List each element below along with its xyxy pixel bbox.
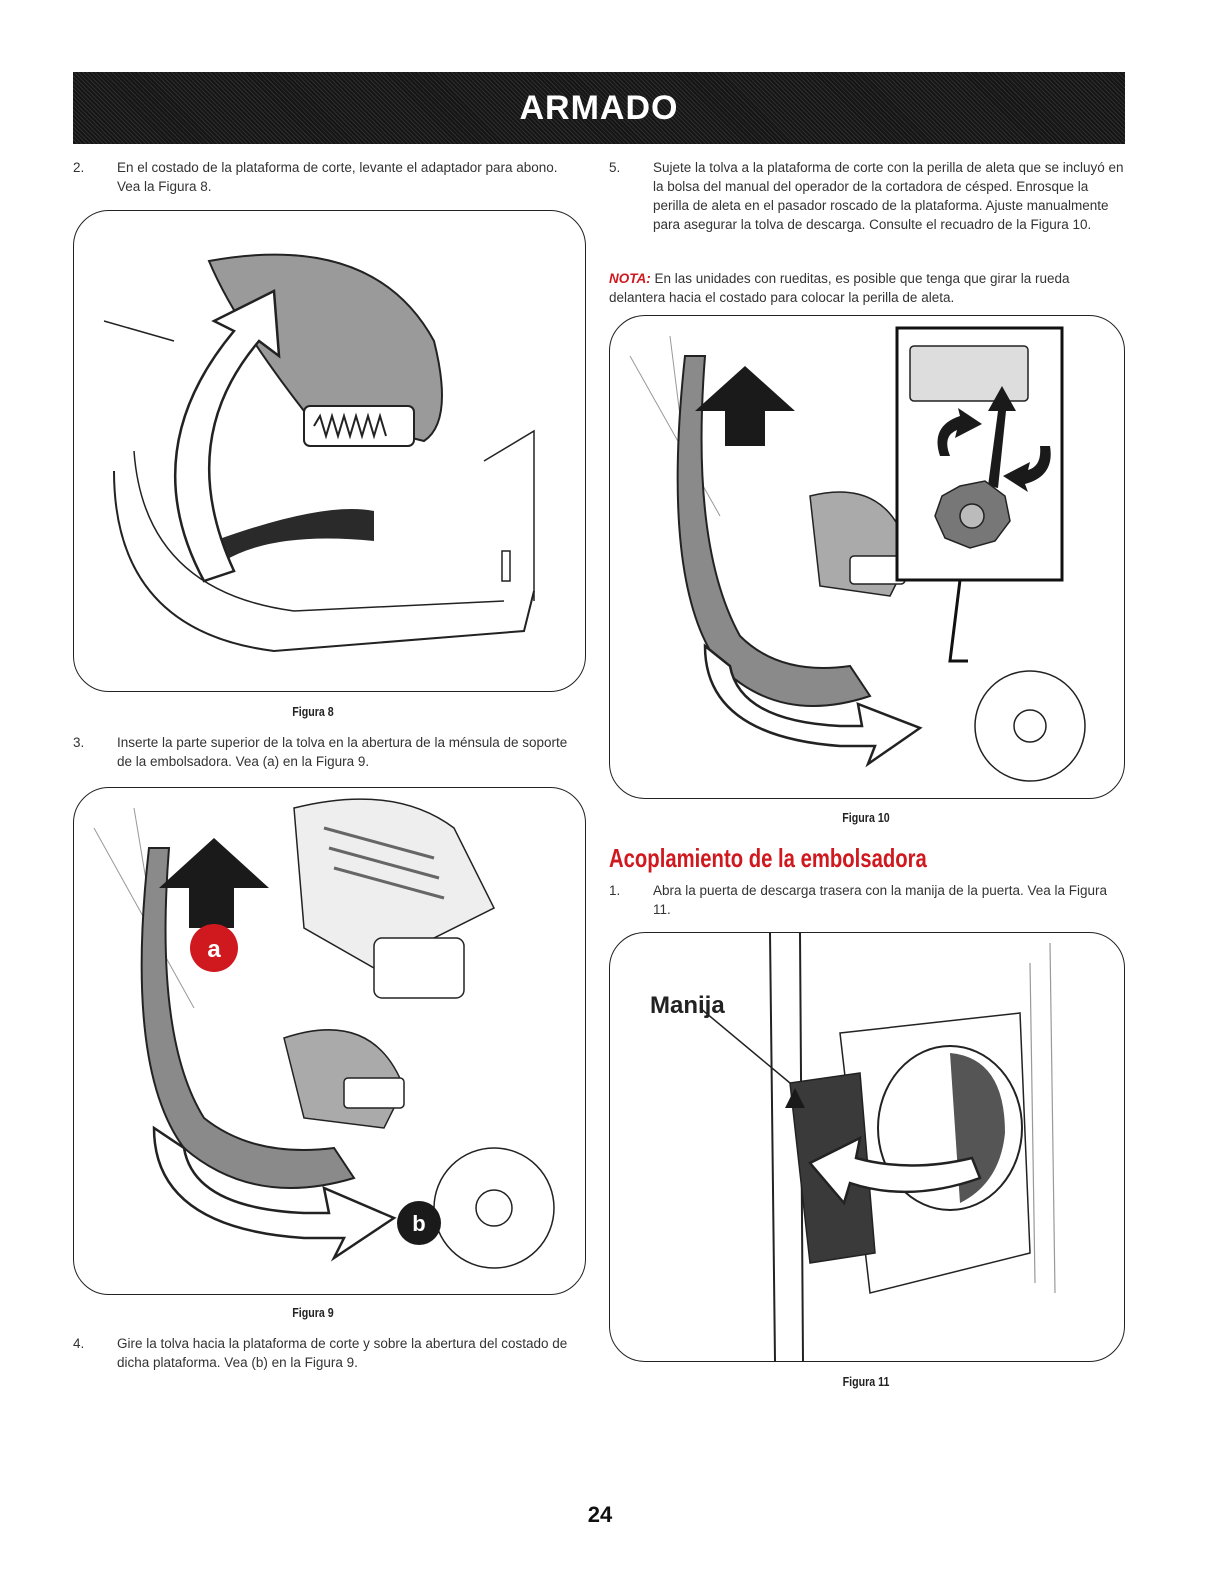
- note-text: En las unidades con rueditas, es posible…: [609, 271, 1070, 305]
- spring-hinge-icon: [303, 405, 415, 447]
- figure-9: a b: [73, 787, 586, 1295]
- section-banner: ARMADO: [73, 72, 1125, 144]
- curved-arrow-icon: [703, 643, 923, 768]
- note-tag: NOTA:: [609, 271, 651, 286]
- step-number: 4.: [73, 1336, 85, 1351]
- up-arrow-icon: [988, 386, 1016, 488]
- curved-arrow-icon: [808, 1135, 982, 1206]
- badge-b-label: b: [412, 1211, 425, 1236]
- figure-10-illustration: [629, 326, 1086, 782]
- rotate-arrow-icon: [1003, 446, 1051, 492]
- figure-9-illustration: a b: [93, 798, 555, 1269]
- step-number: 5.: [609, 160, 621, 175]
- step-number: 1.: [609, 883, 621, 898]
- figure-8-caption: Figura 8: [292, 704, 334, 719]
- section-heading: Acoplamiento de la embolsadora: [609, 843, 927, 873]
- figure-11: Manija: [609, 932, 1125, 1362]
- up-arrow-icon: [159, 838, 269, 928]
- step-3: 3. Inserte la parte superior de la tolva…: [73, 733, 573, 771]
- curved-arrow-icon: [173, 289, 281, 583]
- note: NOTA: En las unidades con rueditas, es p…: [609, 269, 1124, 307]
- up-arrow-icon: [695, 366, 795, 446]
- curved-arrow-icon: [152, 1125, 397, 1262]
- handle-callout-label: Manija: [650, 992, 725, 1019]
- step-1: 1. Abra la puerta de descarga trasera co…: [609, 881, 1124, 919]
- page-number: 24: [587, 1502, 613, 1527]
- badge-a-icon: a: [190, 924, 238, 972]
- figure-10: [609, 315, 1125, 799]
- step-text: Abra la puerta de descarga trasera con l…: [653, 883, 1108, 917]
- step-number: 3.: [73, 735, 85, 750]
- knob-inset: [895, 326, 1064, 663]
- step-text: Inserte la parte superior de la tolva en…: [117, 735, 568, 769]
- figure-10-caption: Figura 10: [842, 810, 890, 825]
- figure-11-caption: Figura 11: [842, 1374, 890, 1389]
- badge-b-icon: b: [397, 1201, 441, 1245]
- figure-11-illustration: Manija: [650, 933, 1056, 1361]
- step-text: En el costado de la plataforma de corte,…: [117, 160, 558, 194]
- step-text: Sujete la tolva a la plataforma de corte…: [653, 160, 1124, 232]
- step-5: 5. Sujete la tolva a la plataforma de co…: [609, 158, 1124, 234]
- step-text: Gire la tolva hacia la plataforma de cor…: [117, 1336, 568, 1370]
- figure-9-caption: Figura 9: [292, 1305, 334, 1320]
- badge-a-label: a: [207, 936, 221, 963]
- figure-8: [73, 210, 586, 692]
- step-4: 4. Gire la tolva hacia la plataforma de …: [73, 1334, 573, 1372]
- rotate-arrow-icon: [937, 408, 982, 456]
- step-2: 2. En el costado de la plataforma de cor…: [73, 158, 573, 196]
- step-number: 2.: [73, 160, 85, 175]
- section-title: ARMADO: [519, 88, 679, 127]
- figure-8-illustration: [103, 253, 535, 653]
